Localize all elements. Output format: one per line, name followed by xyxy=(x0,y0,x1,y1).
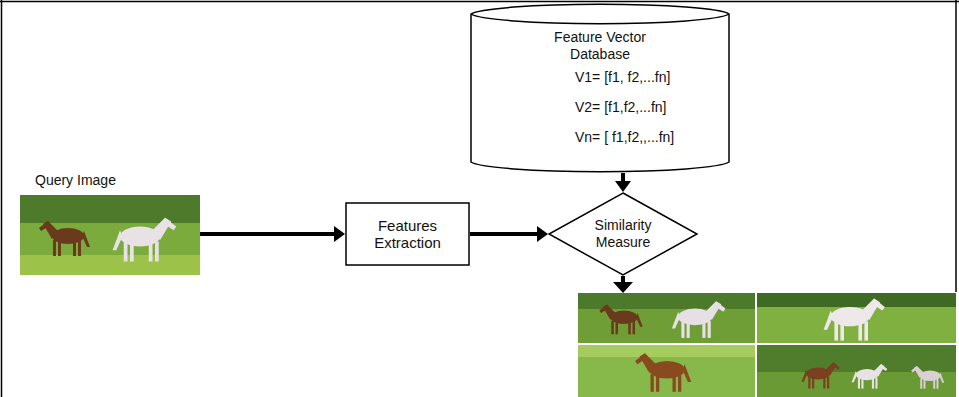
connector-line xyxy=(470,232,538,236)
connector-arrow xyxy=(200,234,335,235)
decision-diamond: Similarity Measure xyxy=(548,192,698,276)
connector-arrow xyxy=(623,173,624,182)
frame-line xyxy=(955,0,957,292)
arrowhead xyxy=(615,181,631,192)
cylinder-rim xyxy=(471,14,729,24)
arrowhead xyxy=(537,226,548,242)
vector-label: V1= [f1, f2,...fn] xyxy=(575,69,730,86)
node-title: Feature Vector Database xyxy=(530,29,670,63)
query-photo xyxy=(20,195,200,275)
vector-label: Vn= [ f1,f2,,...fn] xyxy=(575,129,730,146)
image-caption: Query Image xyxy=(35,172,200,189)
cylinder-body xyxy=(471,4,729,171)
connector-line xyxy=(621,173,625,182)
result-arrowhead xyxy=(613,282,633,293)
query-image: Query Image xyxy=(20,172,200,276)
result-arrow xyxy=(621,276,625,283)
node-label: Features Extraction xyxy=(358,217,458,251)
process-box: Features Extraction xyxy=(345,202,470,266)
cyl-outline xyxy=(470,3,730,173)
result-photo xyxy=(578,293,755,343)
connector-arrow xyxy=(470,234,538,235)
database-cylinder: Feature Vector DatabaseV1= [f1, f2,...fn… xyxy=(470,3,730,173)
arrowhead xyxy=(334,226,345,242)
node-label: Similarity Measure xyxy=(583,217,663,251)
box-border xyxy=(346,203,469,265)
frame-line xyxy=(0,1,959,3)
diamond-border xyxy=(549,193,697,275)
connector-line xyxy=(200,232,335,236)
vector-label: V2= [f1,f2,...fn] xyxy=(575,99,730,116)
frame-line xyxy=(1,0,3,397)
result-photo xyxy=(578,345,755,397)
result-photo xyxy=(757,345,956,397)
result-photo xyxy=(757,293,956,343)
